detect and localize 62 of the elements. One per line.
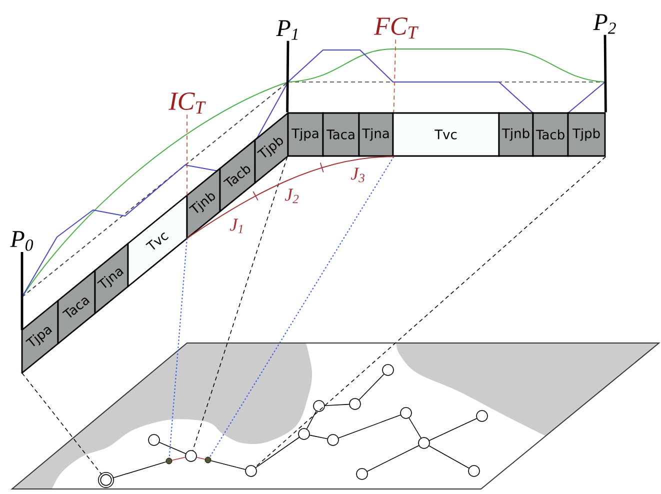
segment-cell: Tjnb xyxy=(498,112,534,157)
point-label: P$_{2}$ xyxy=(593,14,616,34)
connector-line xyxy=(196,456,206,460)
waypoint-circle xyxy=(148,434,160,446)
waypoint-circle xyxy=(185,450,197,462)
leader-line xyxy=(393,39,396,113)
point-label: IC$_{T}$ xyxy=(168,92,206,114)
connector-line xyxy=(366,445,420,472)
waypoint-circle xyxy=(313,400,325,412)
waypoint-circle xyxy=(382,364,394,376)
connector-line xyxy=(306,410,317,430)
waypoint-circle xyxy=(349,398,361,410)
segment-cell: Tjpa xyxy=(21,300,59,374)
projection-line xyxy=(209,156,394,458)
segment-cell: Tjna xyxy=(358,112,394,157)
connector-line xyxy=(408,418,422,438)
segment-cell: Tjpb xyxy=(567,112,606,157)
waypoint-circle xyxy=(400,407,412,419)
segment-cell: Tvc xyxy=(392,112,500,157)
connector-line xyxy=(255,436,300,468)
projection-line xyxy=(168,238,188,458)
point-label: P$_{0}$ xyxy=(10,231,34,251)
connector-line xyxy=(112,462,166,478)
waypoint-circle xyxy=(476,410,488,422)
connector-line xyxy=(172,456,186,461)
connector-line xyxy=(309,434,328,440)
segment-cell: Tvc xyxy=(127,194,188,288)
connector-line xyxy=(428,418,478,441)
point-label: P$_{1}$ xyxy=(276,20,298,40)
connector-line xyxy=(324,404,350,406)
segment-cell: Tjpa xyxy=(287,112,324,157)
segment-label: J$_{3}$ xyxy=(350,168,364,182)
connector-line xyxy=(428,445,470,468)
arc-curve xyxy=(186,156,394,239)
waypoint-circle xyxy=(327,434,339,446)
waypoint-circle xyxy=(418,437,430,449)
segment-label: J$_{2}$ xyxy=(284,188,299,204)
point-label: FC$_{T}$ xyxy=(374,18,418,38)
segment-cell: Taca xyxy=(57,270,96,344)
waypoint-circle xyxy=(356,468,368,480)
post-line xyxy=(286,40,290,112)
segment-cell: Tacb xyxy=(532,112,569,157)
segment-cell: Tacb xyxy=(219,139,256,212)
segment-cell: Tjna xyxy=(94,242,129,314)
connector-line xyxy=(338,414,401,438)
segment-label: J$_{1}$ xyxy=(230,218,243,234)
waypoint-circle xyxy=(298,428,310,440)
start-circle xyxy=(98,472,114,488)
connector-line xyxy=(159,442,186,454)
leader-line xyxy=(186,114,188,196)
waypoint-circle xyxy=(245,465,257,477)
post-line xyxy=(20,252,24,330)
waypoint-circle xyxy=(468,465,480,477)
projection-line xyxy=(192,156,288,451)
projection-line xyxy=(255,156,606,468)
connector-line xyxy=(210,460,246,470)
post-line xyxy=(604,34,607,112)
projection-line xyxy=(22,372,102,475)
connector-line xyxy=(358,374,384,400)
segment-cell: Tjnb xyxy=(186,168,221,240)
segment-cell: Taca xyxy=(322,112,360,157)
segment-cell: Tjpb xyxy=(254,112,289,184)
